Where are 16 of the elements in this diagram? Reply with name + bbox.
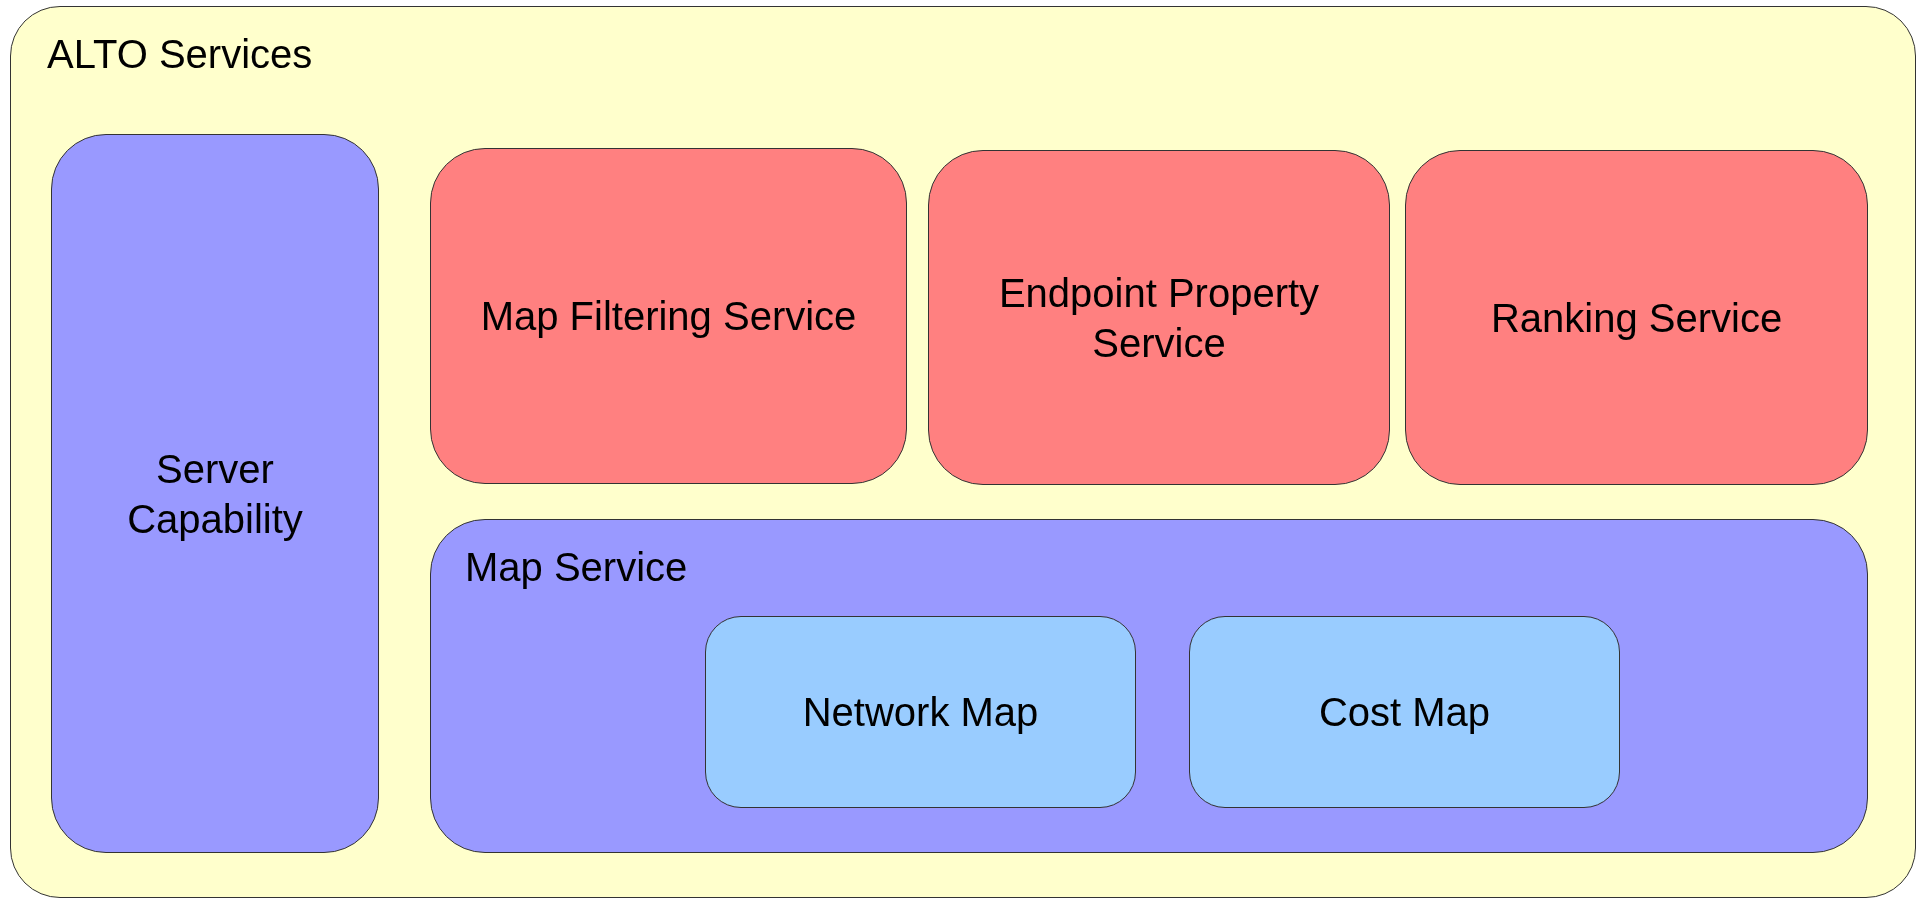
service-label: Endpoint Property Service: [997, 269, 1321, 367]
service-box: [430, 148, 907, 484]
service-box: [928, 150, 1390, 485]
service-label: Ranking Service: [1489, 294, 1784, 342]
service-box: [1405, 150, 1868, 485]
service-label: Server Capability: [126, 445, 304, 543]
service-label: Cost Map: [1317, 689, 1492, 736]
service-box: [51, 134, 379, 853]
group-title: Map Service: [465, 544, 688, 591]
service-box: [1189, 616, 1620, 808]
service-box: [705, 616, 1136, 808]
group-title: ALTO Services: [47, 31, 313, 78]
service-label: Map Filtering Service: [479, 293, 858, 340]
service-label: Network Map: [801, 689, 1040, 736]
group-panel: [10, 6, 1916, 898]
group-panel: [430, 519, 1868, 853]
